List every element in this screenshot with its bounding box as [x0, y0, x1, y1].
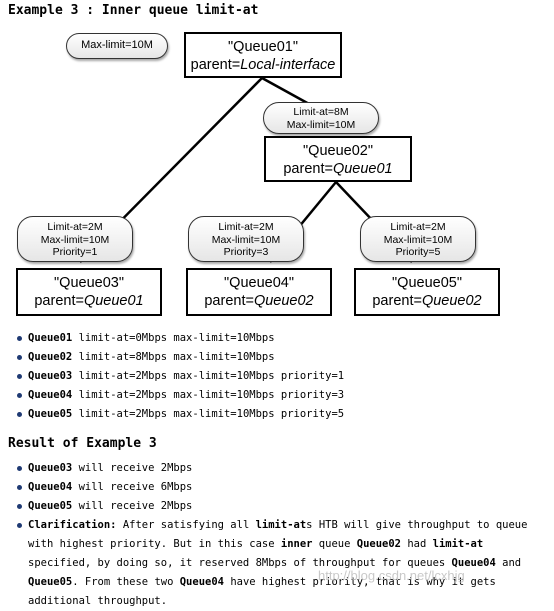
- queue-params: limit-at=2Mbps max-limit=10Mbps priority…: [72, 389, 345, 401]
- pill-line: Priority=3: [223, 246, 269, 258]
- text: had: [401, 538, 433, 550]
- queue04-box: "Queue04" parent=Queue02: [186, 268, 332, 316]
- parent-prefix: parent=: [372, 293, 422, 309]
- results-list: Queue03 will receive 2Mbps Queue04 will …: [8, 459, 192, 516]
- queue01-params-pill: Max-limit=10M: [66, 33, 168, 59]
- bold-term: inner: [280, 538, 313, 550]
- parent-prefix: parent=: [34, 293, 84, 309]
- pill-line: Limit-at=2M: [390, 221, 446, 233]
- queue02-parent: parent=Queue01: [266, 160, 410, 178]
- pill-line: Limit-at=8M: [293, 106, 349, 118]
- bold-term: Queue05: [28, 576, 73, 588]
- parent-value: Local-interface: [240, 57, 336, 73]
- queue01-parent: parent=Local-interface: [186, 56, 340, 74]
- queue-name: Queue04: [28, 481, 73, 493]
- bold-term: Queue04: [451, 557, 496, 569]
- watermark: http://blog.csdn.net/lcxhjg: [318, 568, 465, 583]
- list-item: Queue04 limit-at=2Mbps max-limit=10Mbps …: [8, 386, 344, 405]
- text: s HTB will give throughput to queue with…: [28, 519, 528, 550]
- list-item: Queue02 limit-at=8Mbps max-limit=10Mbps: [8, 348, 344, 367]
- clarification-label: Clarification:: [28, 519, 117, 531]
- queue01-box: "Queue01" parent=Local-interface: [184, 32, 342, 78]
- queue05-parent: parent=Queue02: [356, 292, 498, 310]
- queue-name: Queue04: [28, 389, 73, 401]
- parent-value: Queue01: [332, 161, 393, 177]
- bold-term: Queue02: [356, 538, 402, 550]
- queue04-parent: parent=Queue02: [188, 292, 330, 310]
- list-item: Queue05 limit-at=2Mbps max-limit=10Mbps …: [8, 405, 344, 424]
- queue04-name: "Queue04": [224, 275, 294, 291]
- queue05-box: "Queue05" parent=Queue02: [354, 268, 500, 316]
- result-text: will receive 2Mbps: [72, 500, 193, 512]
- pill-line: Max-limit=10M: [81, 39, 153, 51]
- text: and: [495, 557, 522, 569]
- parent-prefix: parent=: [190, 57, 241, 73]
- queue-name: Queue03: [28, 462, 73, 474]
- queue04-params-pill: Limit-at=2M Max-limit=10M Priority=3: [188, 216, 304, 262]
- bold-term: limit-at: [255, 519, 307, 531]
- queue-params: limit-at=0Mbps max-limit=10Mbps: [72, 332, 275, 344]
- list-item: Queue03 will receive 2Mbps: [8, 459, 192, 478]
- queue-name: Queue05: [28, 408, 73, 420]
- queue03-parent: parent=Queue01: [18, 292, 160, 310]
- pill-line: Max-limit=10M: [383, 233, 453, 246]
- bold-term: Queue04: [179, 576, 224, 588]
- bold-term: limit-at: [432, 538, 484, 550]
- queue05-name: "Queue05": [392, 275, 462, 291]
- pill-line: Max-limit=10M: [40, 233, 110, 246]
- queue03-box: "Queue03" parent=Queue01: [16, 268, 162, 316]
- result-text: will receive 2Mbps: [72, 462, 193, 474]
- pill-line: Priority=1: [52, 246, 98, 258]
- queue03-params-pill: Limit-at=2M Max-limit=10M Priority=1: [17, 216, 133, 262]
- result-text: will receive 6Mbps: [72, 481, 193, 493]
- pill-line: Limit-at=2M: [218, 221, 274, 233]
- result-heading: Result of Example 3: [8, 436, 157, 451]
- text: queue: [312, 538, 357, 550]
- queue-params-list: Queue01 limit-at=0Mbps max-limit=10Mbps …: [8, 329, 344, 424]
- list-item: Queue03 limit-at=2Mbps max-limit=10Mbps …: [8, 367, 344, 386]
- clarification-paragraph: Clarification: After satisfying all limi…: [8, 516, 548, 611]
- list-item: Queue01 limit-at=0Mbps max-limit=10Mbps: [8, 329, 344, 348]
- example-title: Example 3 : Inner queue limit-at: [8, 3, 259, 18]
- pill-line: Max-limit=10M: [211, 233, 281, 246]
- queue-name: Queue03: [28, 370, 73, 382]
- queue-name: Queue02: [28, 351, 73, 363]
- queue-params: limit-at=8Mbps max-limit=10Mbps: [72, 351, 275, 363]
- queue-params: limit-at=2Mbps max-limit=10Mbps priority…: [72, 408, 345, 420]
- queue02-box: "Queue02" parent=Queue01: [264, 136, 412, 182]
- parent-value: Queue01: [83, 293, 144, 309]
- queue02-params-pill: Limit-at=8M Max-limit=10M: [263, 102, 379, 134]
- list-item: Queue05 will receive 2Mbps: [8, 497, 192, 516]
- queue05-params-pill: Limit-at=2M Max-limit=10M Priority=5: [360, 216, 476, 262]
- parent-value: Queue02: [253, 293, 314, 309]
- text: After satisfying all: [116, 519, 256, 531]
- parent-prefix: parent=: [283, 161, 333, 177]
- text: specified, by doing so, it reserved 8Mbp…: [28, 557, 452, 569]
- pill-line: Priority=5: [395, 246, 441, 258]
- queue02-name: "Queue02": [303, 143, 373, 159]
- pill-line: Max-limit=10M: [286, 118, 356, 131]
- parent-value: Queue02: [421, 293, 482, 309]
- queue03-name: "Queue03": [54, 275, 124, 291]
- queue-tree-diagram: Max-limit=10M "Queue01" parent=Local-int…: [16, 32, 500, 316]
- queue01-name: "Queue01": [228, 39, 298, 55]
- queue-name: Queue05: [28, 500, 73, 512]
- queue-name: Queue01: [28, 332, 73, 344]
- parent-prefix: parent=: [204, 293, 254, 309]
- text: . From these two: [72, 576, 180, 588]
- list-item: Queue04 will receive 6Mbps: [8, 478, 192, 497]
- pill-line: Limit-at=2M: [47, 221, 103, 233]
- queue-params: limit-at=2Mbps max-limit=10Mbps priority…: [72, 370, 345, 382]
